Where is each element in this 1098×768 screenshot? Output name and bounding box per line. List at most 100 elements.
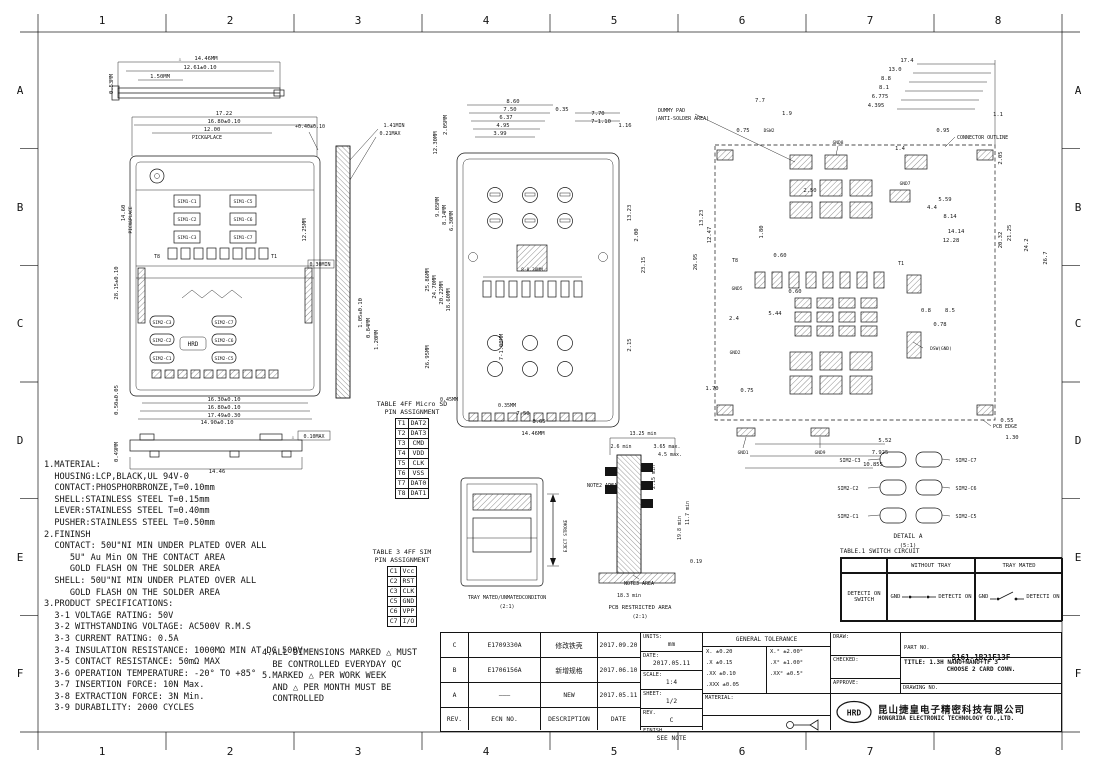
dimension-label: 23.15 (641, 257, 647, 274)
dimension-label: 8.60 (506, 99, 519, 105)
dimension-label: 20.32 (998, 232, 1004, 249)
connector-outline (714, 144, 996, 421)
part-no-cell: PART NO. S161-1B21F13F (901, 633, 1061, 662)
dimension-label: 11.7 min (685, 501, 691, 525)
callout-label: (ANTI-SOLDER AREA) (655, 116, 709, 122)
zone-label: 5 (611, 745, 618, 758)
company-name-en: HONGRIDA ELECTRONIC TECHNOLOGY CO.,LTD. (878, 716, 1015, 722)
dimension-label: 8.8 (881, 76, 891, 82)
dimension-label: 7-1.00MM (499, 333, 505, 360)
callout-label: PCB EDGE (993, 424, 1017, 430)
zone-label: F (17, 667, 24, 680)
dimension-label: 24.70MM (432, 275, 438, 299)
dimension-label: 0.78 (933, 322, 946, 328)
zone-label: D (17, 434, 24, 447)
detail-pads (867, 451, 951, 524)
dimension-label: 7.70 (591, 111, 604, 117)
upper-contacts (487, 187, 573, 229)
dimension-label: PICK&PLACE (192, 135, 222, 141)
approve-cell: APPROVE: (833, 680, 859, 686)
dimension-label: 0.84MM (366, 317, 372, 338)
zone-label: D (1075, 434, 1082, 447)
dimension-label: 6.37 (499, 115, 512, 121)
dimension-label: 7.50 (503, 107, 516, 113)
profile-geometry (129, 430, 331, 470)
view-detail-a: SIM2-C3SIM2-C2SIM2-C1SIM2-C7SIM2-C6SIM2-… (837, 451, 977, 549)
callout-label: CONNECTOR OUTLINE (957, 135, 1008, 141)
dimension-label: 18.60MM (446, 288, 452, 312)
pad-label: SIM2-C1 (153, 356, 172, 362)
without-tray-header: WITHOUT TRAY (887, 558, 975, 573)
dimension-label: 0.60 (773, 253, 786, 259)
view-caption: TRAY MATED/UNMATEDCONDITON (468, 595, 546, 601)
dimension-label: 13.23 (699, 210, 705, 227)
dimension-label: 21.25 (1007, 225, 1013, 242)
zone-label: B (17, 201, 24, 214)
dimension-label: 14.46 (209, 469, 226, 475)
checked-cell: CHECKED: (831, 656, 900, 679)
pad-label: SIM2-C1 (837, 514, 858, 520)
zone-label: A (17, 84, 24, 97)
zone-label: C (17, 317, 24, 330)
zone-label: 8 (995, 14, 1002, 27)
dimension-label: 10.855 (863, 462, 883, 468)
draw-cell: DRAW: (831, 633, 900, 656)
dimension-label: 8.14MM (442, 204, 448, 225)
pad-label: SIM1-C2 (178, 217, 197, 223)
title-block: C E1709330A 修改铁壳 2017.09.20 B E1706156A … (440, 632, 1062, 742)
dimension-label: 28.15±0.10 (114, 266, 120, 299)
dimension-label: 8.5 (945, 308, 955, 314)
zone-label: 2 (227, 14, 234, 27)
dimension-label: 0.49MM (114, 441, 120, 462)
zone-label: 3 (355, 745, 362, 758)
dimension-label: 4.395 (868, 103, 885, 109)
notes-column-2: 4.ALL DIMENSIONS MARKED △ MUST BE CONTRO… (262, 648, 418, 705)
pad-label: SIM1-C7 (234, 235, 253, 241)
gnd-label: GND (890, 594, 901, 600)
zone-label: 6 (739, 745, 746, 758)
zone-label: 8 (995, 745, 1002, 758)
dimension-label: 1.05±0.10 (358, 298, 364, 328)
company-band: HRD 昆山捷皇电子精密科技有限公司 HONGRIDA ELECTRONIC T… (831, 693, 1061, 730)
dimension-label: +0.40±0.10 (295, 124, 325, 130)
dimension-label: 5.59 (938, 197, 951, 203)
dimension-label: 12.28 (943, 238, 960, 244)
dimension-label: 17.4 (900, 58, 914, 64)
dimension-label: 13.23 (627, 205, 633, 222)
dimension-label: 0.35 (555, 107, 568, 113)
dimension-label: 3.65 max. (653, 444, 680, 450)
pad-label: GND1 (738, 450, 749, 456)
closed-switch-icon (902, 595, 937, 599)
dimension-label: 0.60 (788, 289, 801, 295)
pad-label: SIM2-C7 (215, 320, 234, 326)
dimension-label: 4.4 (927, 205, 938, 211)
inspection-triangle: △ (292, 434, 295, 439)
dimension-label: 8.14 (943, 214, 957, 220)
switch-circuit-table: TABLE.1 SWITCH CIRCUIT WITHOUT TRAY TRAY… (840, 548, 1063, 622)
dimension-label: 1.80 (759, 225, 765, 238)
pad-label: SIM2-C5 (215, 356, 234, 362)
tolerance-angular: X.° ±2.00° .X° ±1.00° .XX° ±0.5° (770, 649, 804, 677)
drawing-no-cell: DRAWING NO. (903, 685, 939, 691)
finish-symbol-cell (703, 716, 830, 733)
dimension-label: 2.15 (627, 338, 633, 351)
pad-label: SIM1-C5 (234, 199, 253, 205)
pad-label: GND7 (900, 181, 911, 187)
pad-label: SIM2-C3 (839, 458, 860, 464)
pad-label: DSW(GND) (930, 346, 952, 352)
zone-label: 7 (867, 14, 874, 27)
pad-label: GND8 (833, 140, 844, 146)
dimension-label: T8 (154, 254, 160, 260)
dimension-label: 14.60 (121, 205, 127, 222)
